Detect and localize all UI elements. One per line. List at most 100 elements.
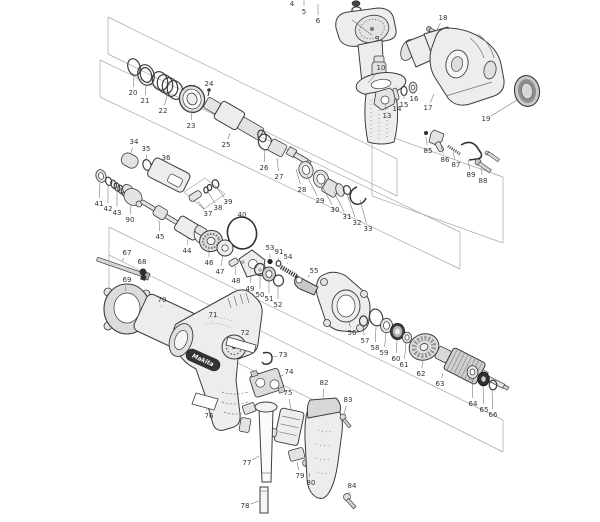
part-label-9: 9: [375, 35, 379, 43]
part-label-76: 76: [205, 412, 214, 420]
part-label-39: 39: [224, 198, 233, 206]
leader-line-56: [348, 321, 351, 328]
part-label-48: 48: [232, 277, 241, 285]
part-58-oring: [368, 308, 384, 327]
part-label-28: 28: [298, 186, 307, 194]
part-label-41: 41: [95, 200, 104, 208]
part-label-51: 51: [265, 295, 274, 303]
leader-line-14: [395, 97, 397, 104]
part-label-78: 78: [241, 502, 250, 510]
part-22-spring: [151, 71, 184, 100]
part-label-67: 67: [123, 249, 132, 257]
leader-line-9: [351, 19, 373, 36]
leader-line-20: [133, 75, 135, 88]
part-21-ring: [137, 64, 155, 86]
part-37-roller: [188, 190, 202, 202]
part-label-30: 30: [331, 206, 340, 214]
part-label-23: 23: [187, 122, 196, 130]
part-label-77: 77: [243, 459, 252, 467]
part-label-71: 71: [209, 311, 218, 319]
part-label-59: 59: [380, 349, 389, 357]
part-label-83: 83: [344, 396, 353, 404]
leader-line-44: [187, 237, 189, 246]
part-34-striker: [120, 152, 139, 169]
part-label-85: 85: [424, 147, 433, 155]
part-label-55: 55: [310, 267, 319, 275]
part-64-bearing: [466, 365, 479, 379]
leader-line-35: [146, 154, 148, 161]
part-label-86: 86: [441, 156, 450, 164]
leader-line-45: [158, 219, 160, 232]
part-72-label-plate: [225, 336, 257, 354]
part-label-44: 44: [183, 247, 192, 255]
leader-line-28: [295, 168, 301, 185]
part-29-ring: [298, 161, 314, 179]
part-label-53: 53: [266, 244, 275, 252]
part-71-motor-housing: Makita: [168, 289, 263, 431]
leader-line-60: [396, 339, 398, 354]
part-38-rollers: [203, 183, 213, 194]
part-41-ring: [95, 169, 107, 183]
leader-line-26: [264, 148, 266, 163]
leader-line-41: [99, 182, 101, 199]
part-62-fan: [408, 333, 440, 361]
part-label-89: 89: [467, 171, 476, 179]
leader-line-47: [220, 254, 224, 267]
leader-line-63: [441, 372, 444, 379]
part-label-52: 52: [274, 301, 283, 309]
part-15-washer: [400, 85, 408, 97]
part-label-88: 88: [479, 177, 488, 185]
part-78-tube: [259, 486, 269, 514]
part-53-ball: [267, 258, 273, 265]
part-label-6: 6: [316, 17, 321, 25]
part-28-pin: [285, 146, 312, 166]
leader-line-90: [130, 204, 132, 215]
leader-line-89: [467, 159, 471, 170]
part-label-31: 31: [343, 213, 352, 221]
part-label-91: 91: [275, 248, 284, 256]
leader-line-37: [197, 200, 205, 210]
part-label-66: 66: [489, 411, 498, 419]
part-label-64: 64: [469, 400, 478, 408]
part-label-13: 13: [383, 112, 392, 120]
part-label-26: 26: [260, 164, 269, 172]
part-label-56: 56: [348, 329, 357, 337]
part-label-70: 70: [158, 296, 167, 304]
part-36-cylinder: [147, 157, 191, 193]
part-label-22: 22: [159, 107, 168, 115]
part-label-87: 87: [452, 161, 461, 169]
leader-line-88: [480, 167, 483, 176]
part-label-29: 29: [316, 197, 325, 205]
part-label-74: 74: [285, 368, 294, 376]
part-55-crank-rod: [294, 275, 319, 296]
part-label-20: 20: [129, 89, 138, 97]
leader-line-19: [490, 99, 518, 117]
part-73-clip: [261, 351, 273, 365]
part-label-16: 16: [410, 95, 419, 103]
leader-line-61: [404, 342, 407, 360]
part-label-34: 34: [130, 138, 139, 146]
part-60-bearing: [390, 323, 405, 340]
leader-line-59: [384, 332, 387, 348]
part-label-38: 38: [214, 204, 223, 212]
part-label-33: 33: [364, 225, 373, 233]
leader-line-66: [491, 389, 494, 410]
leader-line-10: [367, 72, 378, 84]
part-23-bearing: [178, 84, 206, 114]
part-label-68: 68: [138, 258, 147, 266]
part-16-nut: [408, 81, 418, 94]
part-label-21: 21: [141, 97, 150, 105]
part-39-oring: [211, 179, 220, 189]
part-91-ring: [275, 260, 282, 268]
part-label-84: 84: [348, 482, 357, 490]
leader-line-18: [436, 23, 441, 31]
part-84-screw: [343, 493, 357, 510]
part-59-washer: [380, 317, 393, 334]
part-49-cam-plate: [238, 249, 266, 278]
leader-line-39: [215, 186, 225, 198]
part-label-19: 19: [482, 115, 491, 123]
part-label-32: 32: [353, 219, 362, 227]
part-74-brush-holder: [249, 367, 286, 398]
part-32-oring: [342, 184, 352, 196]
leader-line-38: [207, 191, 216, 204]
